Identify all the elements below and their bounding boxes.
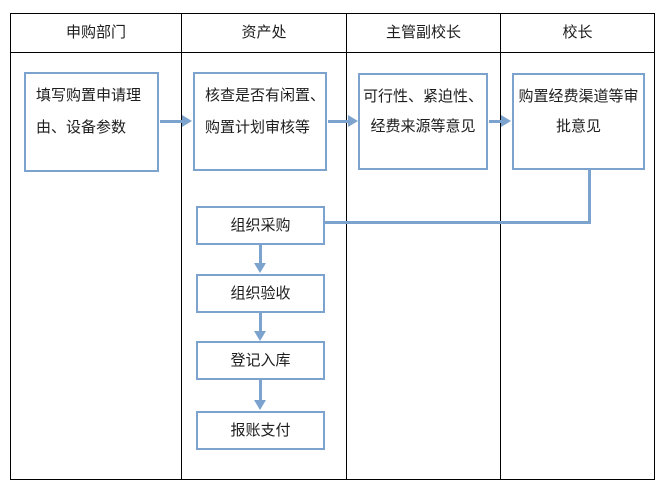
conn-register-to-payment-arrowhead bbox=[254, 400, 266, 410]
node-acceptance[interactable]: 组织验收 bbox=[196, 274, 325, 313]
conn-check-to-feasible bbox=[328, 120, 350, 123]
node-payment[interactable]: 报账支付 bbox=[196, 411, 325, 450]
lane-divider-2 bbox=[346, 14, 347, 479]
conn-accept-to-register-arrowhead bbox=[254, 331, 266, 341]
conn-accept-to-register bbox=[259, 313, 262, 333]
node-procure[interactable]: 组织采购 bbox=[196, 206, 325, 245]
node-funding[interactable]: 购置经费渠道等审批意见 bbox=[512, 73, 645, 170]
conn-register-to-payment bbox=[259, 380, 262, 402]
lane-header-vice-pres: 主管副校长 bbox=[385, 25, 461, 41]
conn-funding-to-procure-vertical bbox=[588, 170, 591, 224]
conn-procure-to-accept bbox=[259, 245, 262, 265]
lane-header-apply: 申购部门 bbox=[65, 25, 126, 41]
lane-divider-1 bbox=[181, 14, 182, 479]
lane-divider-3 bbox=[500, 14, 501, 479]
header-separator bbox=[11, 52, 654, 53]
node-check-idle[interactable]: 核查是否有闲置、购置计划审核等 bbox=[193, 72, 327, 171]
node-register[interactable]: 登记入库 bbox=[196, 341, 325, 380]
conn-fill-to-check bbox=[160, 120, 184, 123]
node-fill-request[interactable]: 填写购置申请理由、设备参数 bbox=[24, 72, 159, 172]
lane-header-president: 校长 bbox=[562, 25, 593, 41]
lane-header-assets: 资产处 bbox=[241, 25, 287, 41]
node-feasibility[interactable]: 可行性、紧迫性、经费来源等意见 bbox=[358, 73, 488, 170]
swimlane-table: 申购部门 资产处 主管副校长 校长 bbox=[10, 13, 655, 480]
conn-fill-to-check-arrowhead bbox=[182, 115, 192, 127]
conn-feasible-to-funding bbox=[489, 120, 503, 123]
conn-procure-to-accept-arrowhead bbox=[254, 263, 266, 273]
conn-funding-to-procure-horizontal bbox=[325, 221, 591, 224]
conn-feasible-to-funding-arrowhead bbox=[501, 115, 511, 127]
conn-check-to-feasible-arrowhead bbox=[348, 115, 358, 127]
